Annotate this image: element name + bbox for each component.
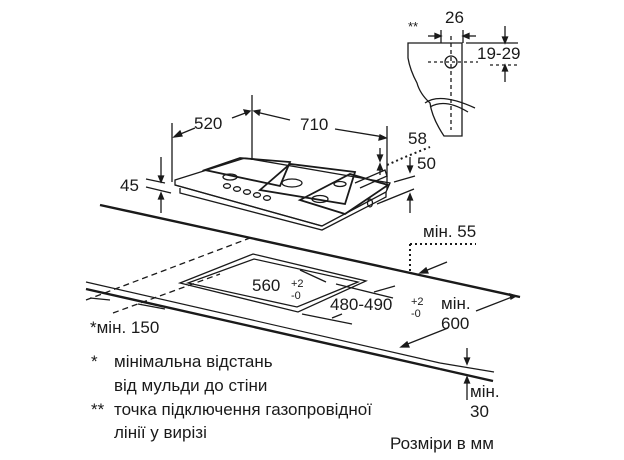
- dim-hob-height-right: 50: [417, 154, 436, 173]
- dim-hob-height-left: 45: [120, 176, 139, 195]
- dim-gas-offset: 58: [408, 129, 427, 148]
- units-caption: Розміри в мм: [390, 434, 494, 453]
- worktop-drawing: [85, 203, 521, 400]
- dim-hob-width: 710: [300, 115, 329, 134]
- detail-marker-label: **: [408, 19, 419, 34]
- connection-detail: [407, 26, 520, 137]
- dim-min-thickness-value: 30: [470, 402, 489, 421]
- dim-cutout-depth-tol-plus: +2: [411, 296, 424, 308]
- dim-min-thickness-label: мін.: [470, 382, 500, 401]
- note-2-line-2: лінії у вирізі: [114, 423, 207, 442]
- hob-drawing: [174, 157, 391, 231]
- dim-min-depth-label: мін.: [441, 294, 471, 313]
- hob-dimension-lines: [145, 95, 431, 213]
- dim-min-side: *мін. 150: [90, 318, 160, 337]
- dim-cutout-depth: 480-490: [330, 295, 393, 314]
- dim-min-rear: мін. 55: [423, 222, 477, 241]
- dim-cutout-width-tol-plus: +2: [291, 278, 304, 290]
- dim-cutout-width-tol-minus: -0: [291, 290, 301, 302]
- note-1-line-2: від мульди до стіни: [114, 376, 268, 395]
- note-2-line-1: точка підключення газопровідної: [114, 400, 372, 419]
- dim-cutout-depth-tol-minus: -0: [411, 308, 421, 320]
- note-2-marker: **: [91, 400, 105, 419]
- dim-cutout-width: 560: [252, 276, 281, 295]
- note-1-line-1: мінімальна відстань: [114, 352, 273, 371]
- dim-connection-height: 19-29: [477, 44, 521, 63]
- dim-connection-width: 26: [445, 8, 464, 27]
- note-1-marker: *: [91, 352, 98, 371]
- dim-min-depth-value: 600: [441, 314, 470, 333]
- dim-hob-depth: 520: [194, 114, 223, 133]
